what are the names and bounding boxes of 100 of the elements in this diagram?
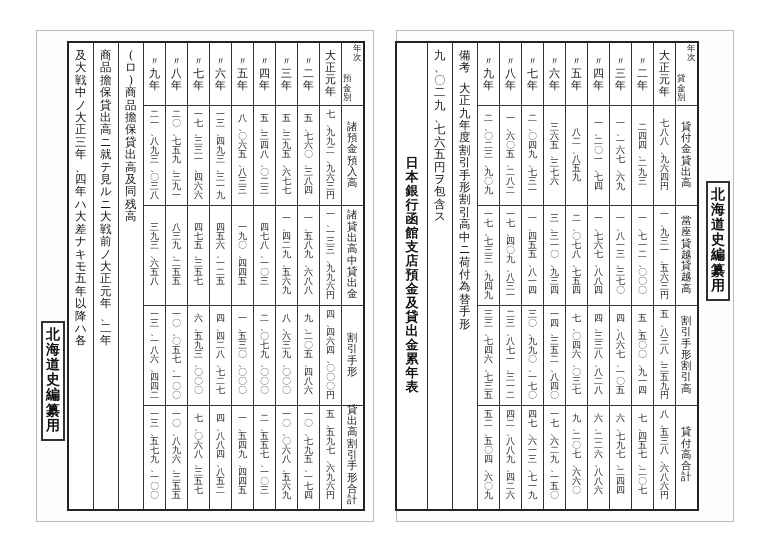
table-cell: 四七、六一三、七一九	[522, 405, 543, 505]
table-cell: 五、三九五、六七七	[276, 105, 297, 205]
column-header: 貸付高合計	[676, 405, 697, 505]
table-cell: 一、五四九、四四五	[232, 405, 253, 505]
table-cell: 一〇、〇五七、一〇〇	[166, 305, 187, 405]
table-cell: 一、五三〇、〇〇〇	[232, 305, 253, 405]
table-cell: 二、〇四九、七三一	[522, 105, 543, 205]
table-cell: 一三、五七九、一〇〇	[144, 405, 165, 505]
table-cell: 三〇、九九〇、一七〇	[522, 305, 543, 405]
table-cell: 一四、三五二、八四〇	[544, 305, 565, 405]
table-cell: 一、四二九、五六九	[276, 205, 297, 305]
table-cell: 六、二二六、八八六	[588, 405, 609, 505]
row-header: 〃五年	[570, 54, 583, 94]
table-cell: 五、五九七、六九六円	[320, 405, 341, 505]
table-cell: 一、一三三、九九六円	[320, 205, 341, 305]
table-cell: 四、八八四、八五二	[210, 405, 231, 505]
table-cell: 一〇、〇六八、五六九	[276, 405, 297, 505]
row-header: 〃八年	[504, 54, 517, 94]
note-label: 備考	[458, 47, 472, 76]
table-cell: 五、三四八、〇二三	[254, 105, 275, 205]
table-cell: 三六五、三七六	[544, 105, 565, 205]
table-cell: 四、八六七、一〇五	[610, 305, 631, 405]
table-cell: 二四四、二九三	[632, 105, 653, 205]
row-header: 〃九年	[148, 54, 161, 94]
table-cell: 二一、八九三、〇三八	[144, 105, 165, 205]
table-cell: 四二、八八九、四二六	[500, 405, 521, 505]
row-header: 〃七年	[526, 54, 539, 94]
table-cell: 一七、六二九、一五〇	[544, 405, 565, 505]
note-text: 大正九年度割引手形割引高中ニ荷付為替手形	[458, 80, 472, 333]
table-cell: 四五六、一二五	[210, 205, 231, 305]
table-cell: 七、〇六八、三五七	[188, 405, 209, 505]
note-text: 及大戦中ノ大正三年、四年ハ大差ナキモ五年以降ハ各	[74, 47, 88, 350]
column-header: 年次	[352, 45, 363, 64]
table-cell: 四七五、三五七	[188, 205, 209, 305]
table-cell: 二、五五七、一〇三	[254, 405, 275, 505]
table-cell: 七、九九二、九六三円	[320, 105, 341, 205]
table-cell: 八二、八五九	[566, 105, 587, 205]
table-cell: 八、〇六五、八三三	[232, 105, 253, 205]
row-header: 〃四年	[258, 54, 271, 94]
table-cell: 五、八三八、三五九円	[654, 305, 675, 405]
table-cell: 八、五三八、六八六円	[654, 405, 675, 505]
table-cell: 二、〇七八、七五四	[566, 205, 587, 305]
column-header: 割引手形	[342, 305, 363, 405]
table-cell: 四、四六四、〇〇〇円	[320, 305, 341, 405]
table-cell: 六、五九三、〇〇〇	[188, 305, 209, 405]
table-cell: 一三、四九三、三一九	[210, 105, 231, 205]
table-cell: 九、二〇五、四八六	[298, 305, 319, 405]
table-cell: 七、〇四六、〇三七	[566, 305, 587, 405]
row-header: 〃二年	[636, 54, 649, 94]
margin-label: 北海道史編纂用	[41, 321, 65, 441]
table-cell: 四七八、一〇三	[254, 205, 275, 305]
row-header: 〃六年	[548, 54, 561, 94]
column-header: 諸貸出高中貸出金	[342, 205, 363, 305]
column-header: 當座貸越貸越高	[676, 205, 697, 305]
column-header: 貸付金貸出高	[676, 105, 697, 205]
table-cell: 九、二〇七、六六〇	[566, 405, 587, 505]
table-cell: 一、七一二、〇〇〇	[632, 205, 653, 305]
column-header: 貸出高割引手形合計	[342, 405, 363, 505]
row-header: 〃六年	[214, 54, 227, 94]
row-header: 〃九年	[482, 54, 495, 94]
note-text: (ロ)商品擔保貸出高及同残高	[124, 47, 138, 226]
table-cell: 六、七九七、二四四	[610, 405, 631, 505]
table-cell: 一、九三一、五六三円	[654, 205, 675, 305]
table-cell: 八三九、二五五	[166, 205, 187, 305]
table-cell: 一〇、七九五、一七四	[298, 405, 319, 505]
column-header: 預金別	[342, 75, 353, 103]
row-header: 〃五年	[236, 54, 249, 94]
table-cell: 一、八一三、三七〇	[610, 205, 631, 305]
table-cell: 二三、八七一、三一二	[500, 305, 521, 405]
table-cell: 七八八、九六四円	[654, 105, 675, 205]
note-text: 九、〇二九、七六五円ヲ包含ス	[433, 47, 447, 226]
table-cell: 三、三一〇、九三四	[544, 205, 565, 305]
table-cell: 一、七六七、八八四	[588, 205, 609, 305]
row-header: 大正元年	[324, 48, 337, 100]
table-cell: 一七、七三三、九四九	[478, 205, 499, 305]
table-cell: 二、〇七九、〇〇〇	[254, 305, 275, 405]
row-header: 〃三年	[614, 54, 627, 94]
table-title: 日本銀行函館支店預金及貸出金累年表	[404, 154, 420, 398]
row-header: 大正元年	[658, 48, 671, 100]
table-cell: 一、一六七、六九	[610, 105, 631, 205]
row-header: 〃二年	[302, 54, 315, 94]
row-header: 〃八年	[170, 54, 183, 94]
table-cell: 四、四二八、七二七	[210, 305, 231, 405]
margin-label: 北海道史編纂用	[706, 181, 730, 301]
row-header: 〃三年	[280, 54, 293, 94]
table-cell: 一七、三三一、四六六	[188, 105, 209, 205]
column-header: 割引手形割引高	[676, 305, 697, 405]
note-text: 商品擔保貸出高ニ就テ見ルニ大戦前ノ大正元年、二年	[99, 47, 113, 350]
table-cell: 五、七六〇、三八四	[298, 105, 319, 205]
table-cell: 一、二〇一、七四	[588, 105, 609, 205]
table-cell: 三九三、六五八	[144, 205, 165, 305]
table-cell: 一〇、八九六、三五五	[166, 405, 187, 505]
table-cell: 七、四五七、二〇七	[632, 405, 653, 505]
table-cell: 一七、四〇九、八三一	[500, 205, 521, 305]
table-cell: 四、三三八、八二八	[588, 305, 609, 405]
table-cell: 二、〇二三、九〇九	[478, 105, 499, 205]
row-header: 〃七年	[192, 54, 205, 94]
row-header: 〃四年	[592, 54, 605, 94]
table-cell: 二〇、七五九、三九一	[166, 105, 187, 205]
column-header: 貸金別	[676, 75, 687, 103]
